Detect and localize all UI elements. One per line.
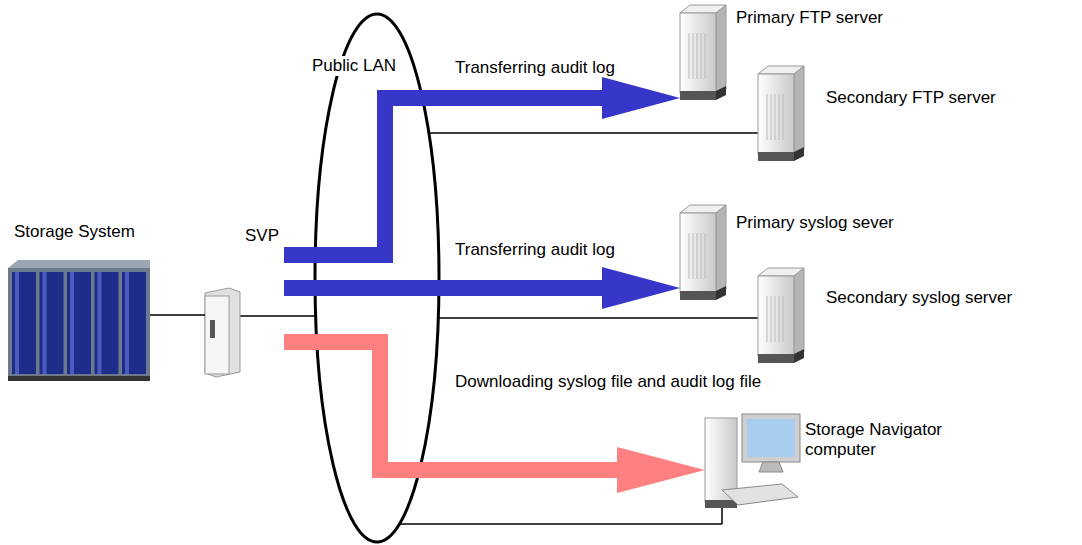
node-label: Primary syslog sever: [736, 213, 894, 233]
node-label: Primary FTP server: [736, 8, 883, 28]
connector-arrow: [150, 315, 205, 316]
svp: SVP: [205, 222, 284, 377]
arrow-head: [602, 77, 680, 119]
network-wire: [721, 508, 723, 524]
arrow-head: [602, 267, 680, 309]
network-wire: [438, 317, 760, 319]
computer-icon: [705, 414, 800, 508]
node-label: Storage System: [14, 222, 135, 242]
syslog-server: Primary syslog sever: [680, 204, 898, 300]
server-icon: [680, 205, 726, 300]
node-label: Secondary syslog server: [826, 288, 1012, 308]
storage-rack: [8, 260, 150, 381]
navigator-computer: Storage Navigator computer: [705, 412, 959, 508]
server-icon: [758, 66, 804, 161]
network-wire: [428, 132, 760, 134]
edge-label: Transferring audit log: [455, 58, 615, 78]
arrow-head: [617, 447, 705, 493]
connector-line: [150, 314, 205, 316]
ftp-server: Primary FTP server: [680, 4, 888, 100]
svp-unit: [205, 288, 240, 377]
connector-arrow: [284, 77, 680, 255]
connector-line: [284, 342, 617, 470]
network-label: Public LAN: [310, 56, 398, 76]
connector-arrow: [284, 342, 705, 493]
syslog-server: Secondary syslog server: [758, 268, 1017, 363]
server-icon: [758, 268, 804, 363]
node-label: SVP: [245, 226, 279, 246]
connector-arrow: [284, 267, 680, 309]
connector-line: [284, 280, 602, 296]
edge-label: Downloading syslog file and audit log fi…: [455, 372, 620, 392]
storage-system: Storage System: [8, 218, 150, 381]
edge-label: Transferring audit log: [455, 240, 615, 260]
node-label: Secondary FTP server: [826, 88, 996, 108]
node-label: Storage Navigator computer: [805, 420, 955, 460]
network-wire: [240, 133, 760, 524]
server-icon: [680, 5, 726, 100]
network-wire: [240, 315, 316, 317]
ftp-server: Secondary FTP server: [758, 66, 1000, 161]
network-wire: [398, 523, 722, 525]
connector-line: [284, 98, 602, 255]
